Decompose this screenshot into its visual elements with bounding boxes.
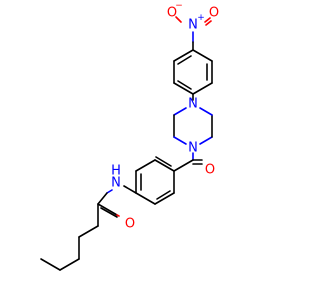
carbonyl-group (173, 159, 203, 172)
atom-nitro-o-right: O (209, 6, 219, 21)
nitro-group (175, 16, 212, 51)
molecule-structure: O − N + O N N O H N O (40, 1, 219, 271)
charge-nitro-o-left: − (175, 1, 183, 11)
piperazine-ring (173, 107, 213, 161)
atom-labels: O − N + O N N O H N O (111, 1, 219, 232)
atom-amide-o: O (125, 217, 135, 232)
charge-nitro-n: + (197, 13, 205, 23)
atom-amide-h: H (111, 164, 121, 179)
atom-piperazine-n-top: N (188, 97, 198, 112)
pentanamide-chain (40, 185, 137, 271)
atom-carbonyl-o: O (205, 163, 215, 178)
atom-nitro-n: N (188, 18, 198, 33)
atom-piperazine-n-bottom: N (188, 141, 198, 156)
atom-amide-n: N (111, 176, 121, 191)
atom-nitro-o-left: O (167, 6, 177, 21)
phenylene-ring (135, 156, 175, 205)
nitrophenyl-ring (173, 49, 213, 101)
